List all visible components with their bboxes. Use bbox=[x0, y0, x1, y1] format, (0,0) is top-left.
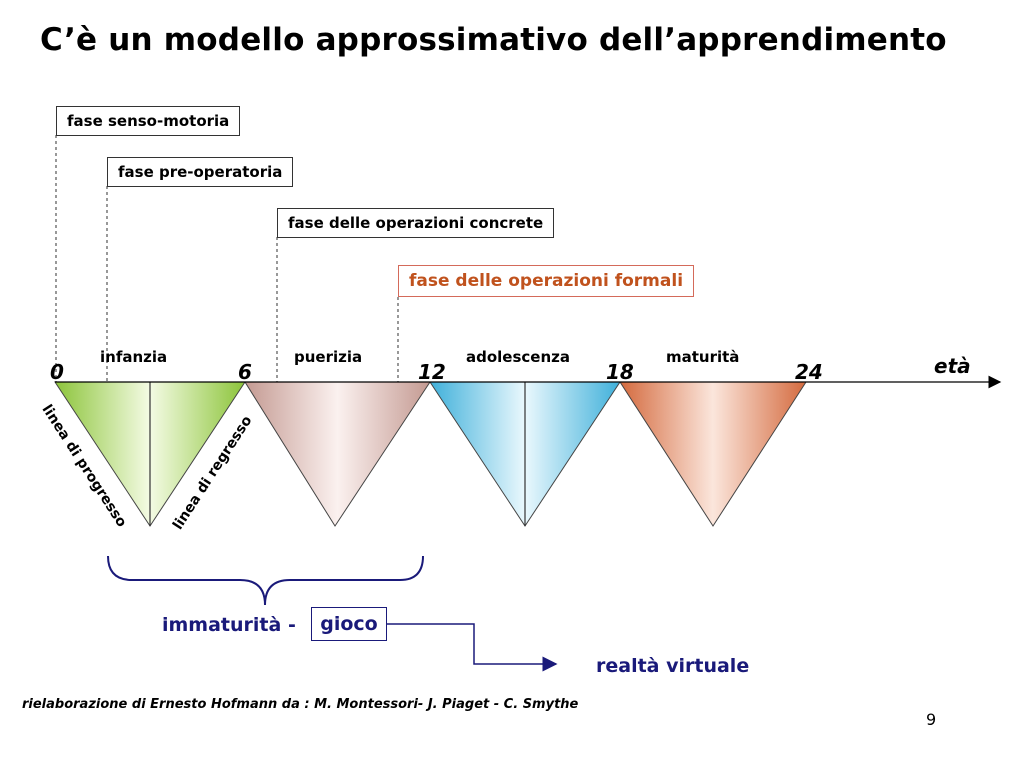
stage-maturita: maturità bbox=[666, 348, 740, 366]
credit-line: rielaborazione di Ernesto Hofmann da : M… bbox=[22, 697, 579, 712]
age-18: 18 bbox=[606, 360, 634, 384]
phase-operazioni-concrete: fase delle operazioni concrete bbox=[277, 208, 555, 238]
stage-adolescenza: adolescenza bbox=[466, 348, 571, 366]
box-gioco: gioco bbox=[311, 607, 387, 641]
age-6: 6 bbox=[238, 360, 252, 384]
triangle-maturita bbox=[619, 381, 807, 527]
triangle-puerizia bbox=[244, 381, 431, 527]
stage-infanzia: infanzia bbox=[100, 348, 168, 366]
connector-arrow bbox=[387, 623, 558, 672]
axis-label-eta: età bbox=[934, 354, 971, 378]
phase-pre-operatoria: fase pre-operatoria bbox=[107, 157, 294, 187]
label-immaturita: immaturità - bbox=[162, 614, 296, 636]
page-number: 9 bbox=[926, 710, 937, 729]
phase-senso-motoria: fase senso-motoria bbox=[56, 106, 241, 136]
age-24: 24 bbox=[795, 360, 823, 384]
age-12: 12 bbox=[418, 360, 446, 384]
curly-brace bbox=[107, 555, 424, 606]
age-0: 0 bbox=[50, 360, 64, 384]
page-title: C’è un modello approssimativo dell’appre… bbox=[40, 22, 947, 58]
stage-puerizia: puerizia bbox=[294, 348, 363, 366]
label-realta-virtuale: realtà virtuale bbox=[596, 655, 750, 677]
phase-operazioni-formali: fase delle operazioni formali bbox=[398, 265, 695, 297]
